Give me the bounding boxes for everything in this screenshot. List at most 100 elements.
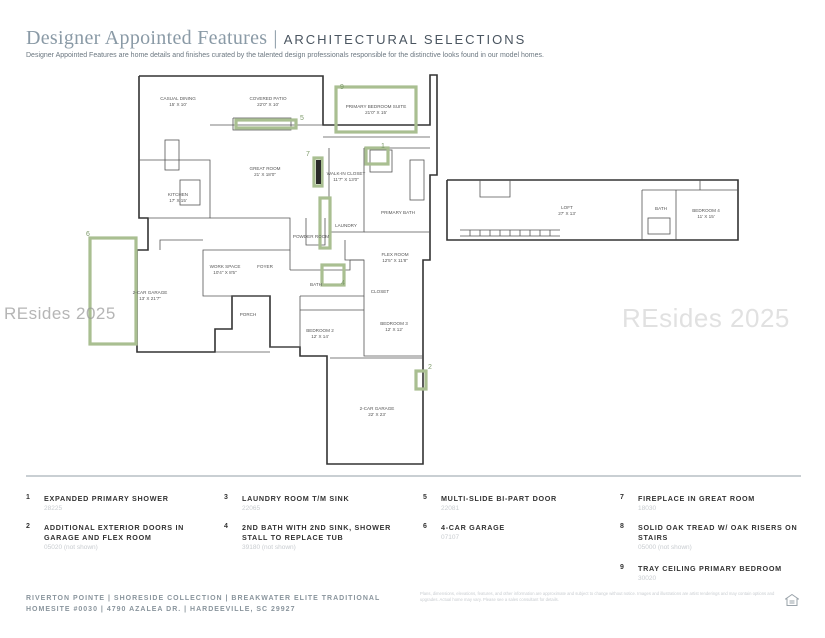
feature-title: ADDITIONAL EXTERIOR DOORS IN GARAGE AND …: [44, 523, 185, 542]
feature-code: 05020 (not shown): [44, 544, 98, 551]
page-title: Designer Appointed Features| ARCHITECTURA…: [26, 27, 526, 50]
feature-number: 2: [26, 523, 31, 530]
label-garage-2car-dim: 13' X 21'7": [139, 296, 161, 301]
feature-title: 4-CAR GARAGE: [441, 523, 505, 532]
label-laundry: LAUNDRY: [335, 223, 357, 228]
label-work-space-dim: 10'4" X 8'5": [213, 270, 237, 275]
label-garage-2car: 2-CAR GARAGE: [133, 290, 168, 295]
header-separator: |: [273, 27, 278, 49]
label-kitchen-dim: 17' X 15': [169, 198, 187, 203]
header-description: Designer Appointed Features are home det…: [26, 52, 544, 59]
feature-code: 07107: [441, 534, 460, 541]
label-garage-2car-b: 2-CAR GARAGE: [360, 406, 395, 411]
label-loft: LOFT: [561, 205, 573, 210]
footer-line-2: HOMESITE #0030 | 4790 AZALEA DR. | HARDE…: [26, 606, 296, 613]
feature-number: 4: [224, 523, 229, 530]
feature-title: SOLID OAK TREAD W/ OAK RISERS ON STAIRS: [638, 523, 798, 542]
feature-number: 1: [26, 494, 31, 501]
label-powder: POWDER ROOM: [293, 234, 329, 239]
room-labels: CASUAL DINING 15' X 10' COVERED PATIO 22…: [133, 96, 415, 417]
callout-9: 9: [340, 84, 344, 91]
label-casual-dining: CASUAL DINING: [160, 96, 196, 101]
highlight-garage: [88, 236, 138, 346]
watermark-right: REsides 2025: [622, 303, 790, 333]
label-garage-2car-b-dim: 22' X 23': [368, 412, 386, 417]
feature-code: 28225: [44, 505, 63, 512]
highlight-primary-shower: [364, 146, 390, 166]
highlight-multi-slide-door: [234, 118, 298, 130]
label-bedroom-2-dim: 12' X 14': [311, 334, 329, 339]
feature-title: MULTI-SLIDE BI-PART DOOR: [441, 494, 557, 503]
stair-treads: [460, 229, 560, 237]
features-list: 1 EXPANDED PRIMARY SHOWER 28225 2 ADDITI…: [26, 494, 806, 589]
label-primary-bath: PRIMARY BATH: [381, 210, 415, 215]
upper-floor: LOFT 27' X 13' BEDROOM 4 11' X 15' BATH: [446, 179, 739, 241]
label-great-room: GREAT ROOM: [250, 166, 281, 171]
feature-title: FIREPLACE IN GREAT ROOM: [638, 494, 755, 503]
label-bedroom-3-dim: 12' X 12': [385, 327, 403, 332]
highlight-exterior-door: [414, 369, 428, 391]
label-flex-room: FLEX ROOM: [381, 252, 408, 257]
fireplace-mark: [316, 160, 321, 184]
feature-title: LAUNDRY ROOM T/M SINK: [242, 494, 350, 503]
highlight-tray-ceiling: [334, 85, 418, 134]
callout-1: 1: [381, 143, 385, 150]
label-work-space: WORK SPACE: [210, 264, 241, 269]
header-title-text: Designer Appointed Features: [26, 27, 268, 49]
feature-code: 30020: [638, 575, 657, 582]
label-loft-dim: 27' X 13': [558, 211, 576, 216]
label-bedroom-4-dim: 11' X 15': [697, 214, 714, 219]
highlight-fireplace: [312, 156, 324, 188]
label-kitchen: KITCHEN: [168, 192, 188, 197]
feature-title: 2ND BATH WITH 2ND SINK, SHOWER STALL TO …: [242, 523, 392, 542]
callout-4: 4: [341, 280, 345, 287]
callout-7: 7: [306, 151, 310, 158]
community-footer: RIVERTON POINTE | SHORESIDE COLLECTION |…: [26, 593, 380, 615]
feature-code: 22065: [242, 505, 261, 512]
callout-5: 5: [300, 115, 304, 122]
feature-code: 22081: [441, 505, 460, 512]
section-divider: [26, 475, 801, 477]
label-closet: CLOSET: [371, 289, 390, 294]
feature-title: TRAY CEILING PRIMARY BEDROOM: [638, 564, 782, 573]
feature-code: 18030: [638, 505, 657, 512]
label-primary-bedroom-dim: 21'0" X 15': [365, 110, 387, 115]
upper-tub: [647, 217, 671, 235]
label-bath-upper: BATH: [655, 206, 667, 211]
feature-code: 39180 (not shown): [242, 544, 296, 551]
equal-housing-icon: [785, 594, 799, 606]
label-great-room-dim: 21' X 18'0": [254, 172, 276, 177]
main-floor-walls: [136, 74, 438, 465]
label-walk-in-closet-dim: 11'7" X 13'0": [333, 177, 359, 182]
footer-line-1: RIVERTON POINTE | SHORESIDE COLLECTION |…: [26, 595, 381, 602]
label-bedroom-4: BEDROOM 4: [692, 208, 720, 213]
floor-plan: 9 5 1 7 6 4 2 CASUAL DINING 15' X 10' CO…: [86, 74, 739, 465]
label-porch: PORCH: [240, 312, 257, 317]
feature-number: 7: [620, 494, 625, 501]
highlight-bath2: [320, 263, 346, 287]
feature-number: 8: [620, 523, 625, 530]
label-covered-patio-dim: 22'0" X 10': [257, 102, 279, 107]
legal-disclaimer: Plans, dimensions, elevations, features,…: [420, 591, 775, 602]
header-subtitle: ARCHITECTURAL SELECTIONS: [283, 32, 527, 47]
label-walk-in-closet: WALK-IN CLOSET: [327, 171, 366, 176]
label-foyer: FOYER: [257, 264, 274, 269]
label-covered-patio: COVERED PATIO: [249, 96, 287, 101]
label-primary-bedroom: PRIMARY BEDROOM SUITE: [346, 104, 407, 109]
callout-6: 6: [86, 231, 90, 238]
callout-2: 2: [428, 364, 432, 371]
label-bedroom-3: BEDROOM 3: [380, 321, 408, 326]
feature-title: EXPANDED PRIMARY SHOWER: [44, 494, 169, 503]
label-bath: BATH: [310, 282, 322, 287]
highlight-stairs: [318, 196, 332, 250]
feature-code: 05000 (not shown): [638, 544, 692, 551]
label-flex-room-dim: 12'5" X 11'8": [382, 258, 408, 263]
callout-numbers: 9 5 1 7 6 4 2: [86, 84, 432, 371]
label-bedroom-2: BEDROOM 2: [306, 328, 334, 333]
feature-number: 5: [423, 494, 428, 501]
feature-highlights: [88, 85, 428, 391]
feature-number: 3: [224, 494, 229, 501]
feature-number: 6: [423, 523, 428, 530]
feature-number: 9: [620, 564, 625, 571]
watermark-left: REsides 2025: [4, 304, 116, 323]
